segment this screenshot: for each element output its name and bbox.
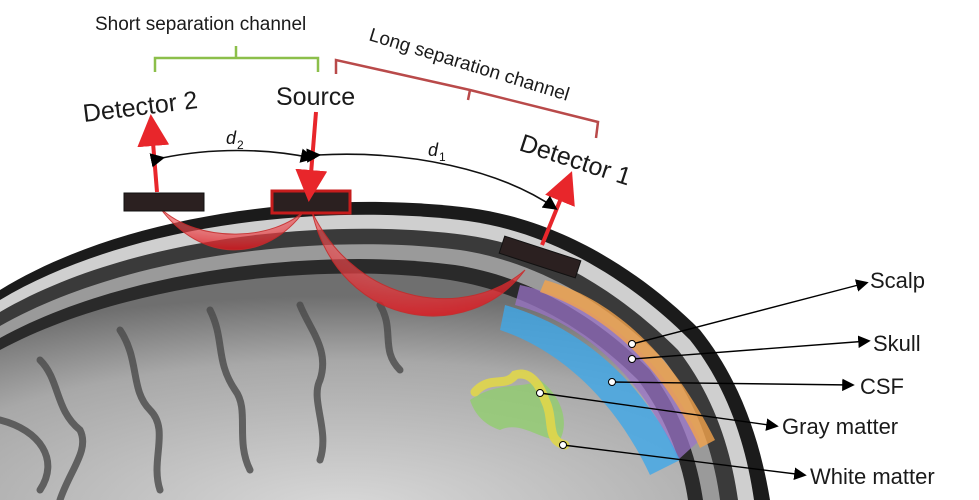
detector2-label: Detector 2 <box>81 86 199 128</box>
svg-text:1: 1 <box>439 150 446 164</box>
source-pad <box>272 191 350 213</box>
svg-text:2: 2 <box>237 138 244 152</box>
layer-label-skull: Skull <box>873 331 921 356</box>
short-channel-bracket <box>155 46 318 72</box>
d1-arc <box>318 154 555 208</box>
mri-head-section <box>0 202 770 500</box>
svg-text:d: d <box>428 140 439 160</box>
d2-label: d 2 <box>226 128 244 152</box>
short-channel-label: Short separation channel <box>95 14 306 35</box>
source-arrow <box>310 112 316 186</box>
layer-label-white-matter: White matter <box>810 464 935 489</box>
detector1-label: Detector 1 <box>516 129 634 191</box>
source-label: Source <box>276 83 355 111</box>
d1-label: d 1 <box>428 140 446 164</box>
detector2-arrow <box>152 130 157 192</box>
svg-text:d: d <box>226 128 237 148</box>
layer-label-gray-matter: Gray matter <box>782 414 898 439</box>
detector2-pad <box>124 193 204 211</box>
layer-label-scalp: Scalp <box>870 268 925 293</box>
layer-label-csf: CSF <box>860 374 904 399</box>
